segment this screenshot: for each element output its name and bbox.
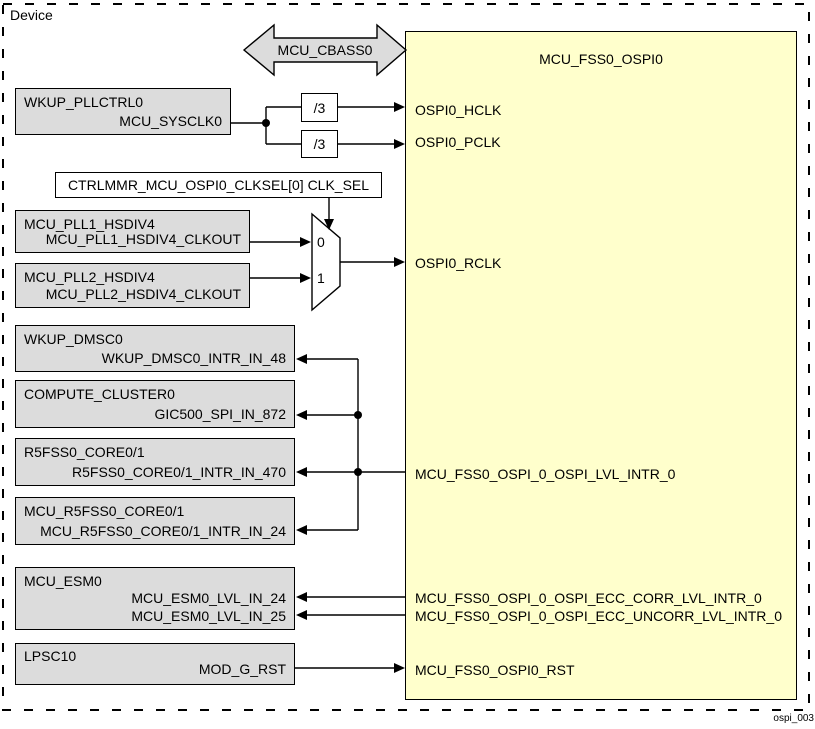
arrowhead-rclk bbox=[394, 257, 405, 267]
arrowhead-dmsc0 bbox=[296, 354, 307, 364]
block-mcu-esm0: MCU_ESM0 MCU_ESM0_LVL_IN_24 MCU_ESM0_LVL… bbox=[15, 567, 295, 630]
port-pll2-clkout: MCU_PLL2_HSDIV4_CLKOUT bbox=[45, 286, 241, 302]
arrowhead-mux-select bbox=[324, 219, 334, 230]
block-wkup-dmsc0: WKUP_DMSC0 WKUP_DMSC0_INTR_IN_48 bbox=[15, 325, 295, 372]
arrowhead-esm-25 bbox=[296, 610, 307, 620]
arrowhead-mux-in1 bbox=[300, 273, 311, 283]
block-title: MCU_R5FSS0_CORE0/1 bbox=[24, 503, 185, 519]
divider-hclk: /3 bbox=[301, 93, 338, 122]
mux-input0-label: 0 bbox=[317, 234, 325, 250]
block-title: WKUP_DMSC0 bbox=[24, 331, 123, 347]
clksel-register-box: CTRLMMR_MCU_OSPI0_CLKSEL[0] CLK_SEL bbox=[55, 172, 382, 198]
junction-dot bbox=[354, 468, 362, 476]
block-title: LPSC10 bbox=[24, 648, 77, 664]
block-wkup-pllctrl0: WKUP_PLLCTRL0 MCU_SYSCLK0 bbox=[15, 88, 231, 135]
mcu-fss0-ospi0-module: MCU_FSS0_OSPI0 OSPI0_HCLK OSPI0_PCLK OSP… bbox=[405, 31, 797, 700]
divider-pclk: /3 bbox=[301, 130, 338, 158]
bus-arrow-label: MCU_CBASS0 bbox=[277, 42, 373, 58]
port-ospi0-pclk: OSPI0_PCLK bbox=[415, 134, 501, 150]
port-wkup-dmsc0-intr: WKUP_DMSC0_INTR_IN_48 bbox=[101, 350, 286, 366]
port-lvl-intr: MCU_FSS0_OSPI_0_OSPI_LVL_INTR_0 bbox=[415, 466, 676, 482]
junction-dot bbox=[262, 119, 270, 127]
block-title: MCU_PLL1_HSDIV4 bbox=[24, 216, 155, 232]
block-title: MCU_PLL2_HSDIV4 bbox=[24, 269, 155, 285]
block-title: WKUP_PLLCTRL0 bbox=[24, 94, 144, 110]
port-esm-lvl-in-25: MCU_ESM0_LVL_IN_25 bbox=[131, 608, 286, 624]
arrowhead-rst bbox=[394, 663, 405, 673]
arrowhead-gic500 bbox=[296, 410, 307, 420]
arrowhead-hclk bbox=[394, 102, 405, 112]
port-ospi0-rclk: OSPI0_RCLK bbox=[415, 255, 502, 271]
port-rst: MCU_FSS0_OSPI0_RST bbox=[415, 662, 575, 678]
block-title: R5FSS0_CORE0/1 bbox=[24, 444, 145, 460]
block-r5fss0-core01: R5FSS0_CORE0/1 R5FSS0_CORE0/1_INTR_IN_47… bbox=[15, 438, 295, 486]
port-mod-g-rst: MOD_G_RST bbox=[198, 661, 286, 677]
mux-shape bbox=[311, 212, 341, 312]
arrowhead-mux-in0 bbox=[300, 237, 311, 247]
block-title: COMPUTE_CLUSTER0 bbox=[24, 386, 175, 402]
mux-input1-label: 1 bbox=[317, 270, 325, 286]
device-label: Device bbox=[10, 7, 53, 23]
junction-dot bbox=[354, 411, 362, 419]
port-ecc-uncorr: MCU_FSS0_OSPI_0_OSPI_ECC_UNCORR_LVL_INTR… bbox=[415, 608, 782, 624]
port-ecc-corr: MCU_FSS0_OSPI_0_OSPI_ECC_CORR_LVL_INTR_0 bbox=[415, 590, 762, 606]
block-mcu-pll1-hsdiv4: MCU_PLL1_HSDIV4 MCU_PLL1_HSDIV4_CLKOUT bbox=[15, 210, 250, 253]
arrowhead-esm-24 bbox=[296, 592, 307, 602]
arrowhead-pclk bbox=[394, 139, 405, 149]
figure-id: ospi_003 bbox=[773, 713, 814, 724]
port-mcu-sysclk0: MCU_SYSCLK0 bbox=[119, 113, 222, 129]
port-pll1-clkout: MCU_PLL1_HSDIV4_CLKOUT bbox=[45, 231, 241, 247]
module-title: MCU_FSS0_OSPI0 bbox=[539, 51, 663, 67]
block-compute-cluster0: COMPUTE_CLUSTER0 GIC500_SPI_IN_872 bbox=[15, 380, 295, 428]
block-lpsc10: LPSC10 MOD_G_RST bbox=[15, 643, 295, 685]
block-mcu-r5fss0-core01: MCU_R5FSS0_CORE0/1 MCU_R5FSS0_CORE0/1_IN… bbox=[15, 497, 295, 545]
port-mcu-r5fss0-intr: MCU_R5FSS0_CORE0/1_INTR_IN_24 bbox=[40, 523, 286, 539]
port-esm-lvl-in-24: MCU_ESM0_LVL_IN_24 bbox=[131, 590, 286, 606]
arrowhead-r5fss0 bbox=[296, 467, 307, 477]
block-mcu-pll2-hsdiv4: MCU_PLL2_HSDIV4 MCU_PLL2_HSDIV4_CLKOUT bbox=[15, 263, 250, 308]
port-r5fss0-intr: R5FSS0_CORE0/1_INTR_IN_470 bbox=[72, 464, 286, 480]
port-gic500-spi-in: GIC500_SPI_IN_872 bbox=[154, 406, 286, 422]
port-ospi0-hclk: OSPI0_HCLK bbox=[415, 102, 502, 118]
interrupt-wires bbox=[295, 358, 405, 669]
block-title: MCU_ESM0 bbox=[24, 573, 102, 589]
arrowhead-mcu-r5fss0 bbox=[296, 525, 307, 535]
